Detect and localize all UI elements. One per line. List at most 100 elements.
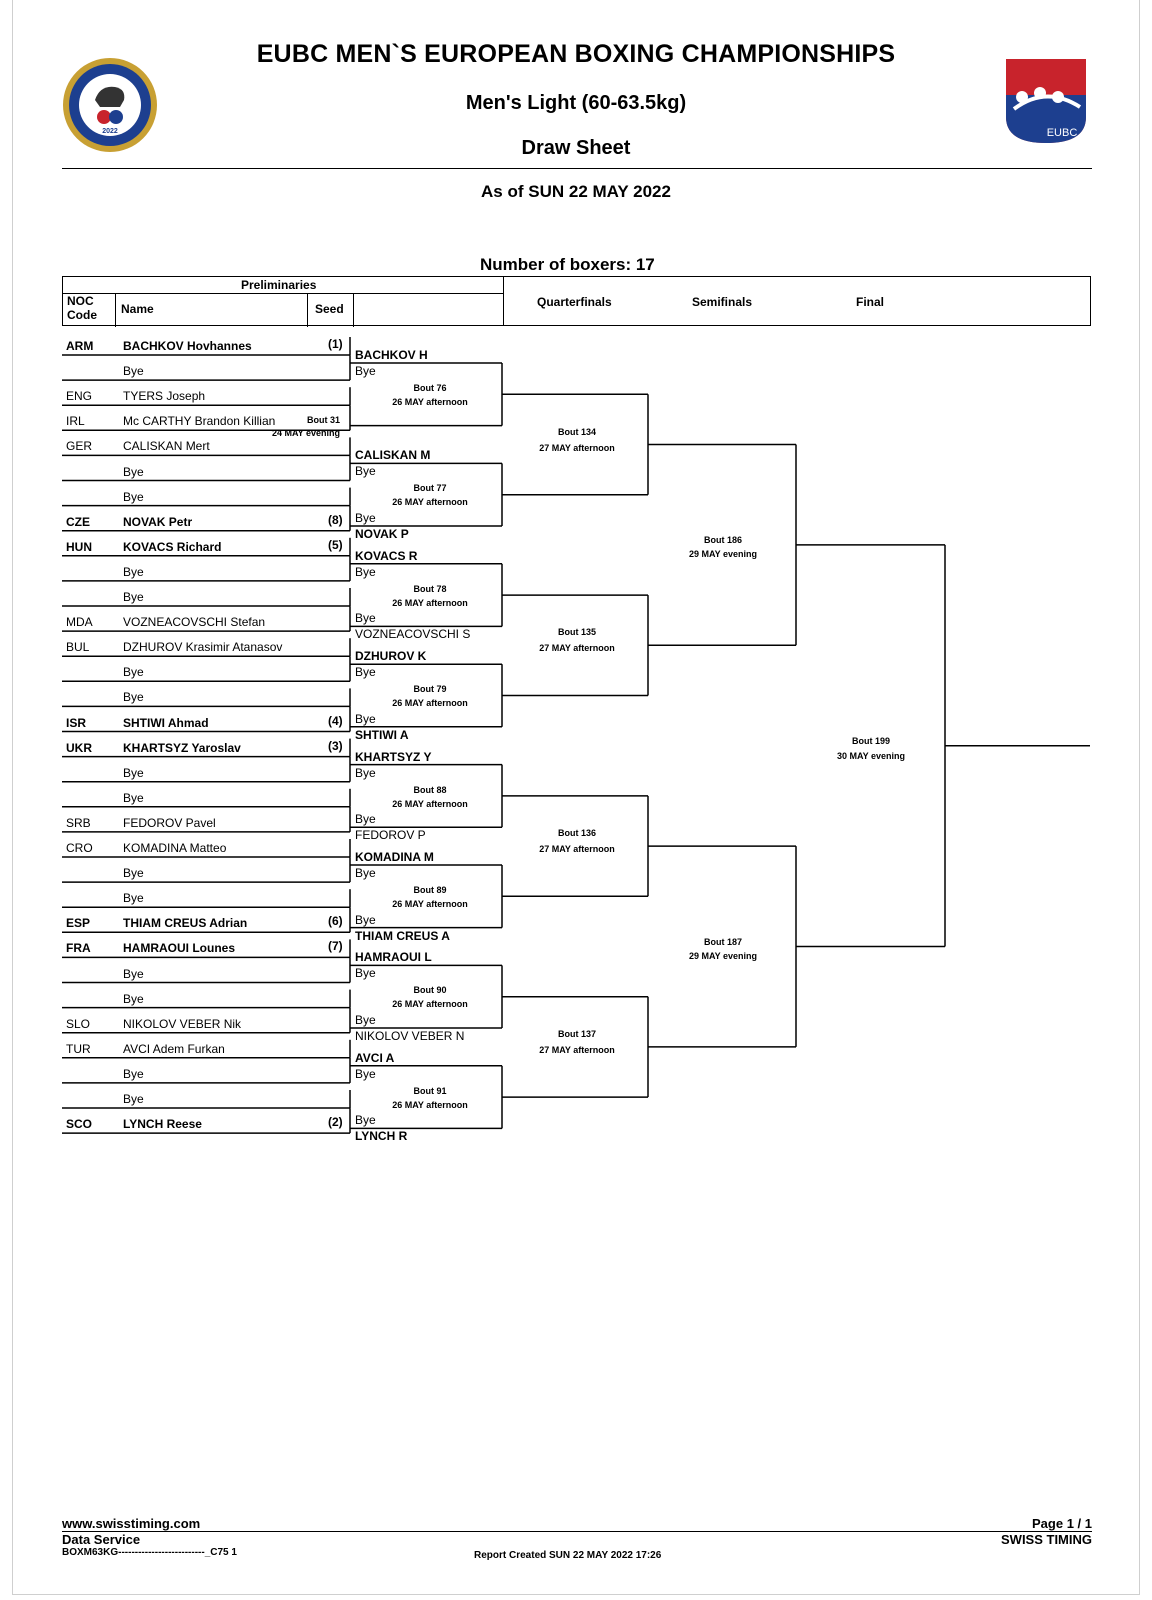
qf-bout: Bout 135 (557, 627, 596, 638)
r2-bout: Bout 77 (413, 483, 447, 494)
title-rule (62, 168, 1092, 169)
qf-bout: Bout 136 (557, 828, 596, 839)
entry-bye: Bye (123, 991, 144, 1006)
prelim-bout: Bout 31 (306, 415, 340, 425)
sf-time: 29 MAY evening (688, 548, 758, 559)
r2-bottom-name: LYNCH R (355, 1129, 408, 1144)
r2-bottom-name: SHTIWI A (355, 727, 409, 742)
entry-noc: FRA (66, 941, 91, 956)
qf-time: 27 MAY afternoon (539, 844, 615, 855)
footer-rule (62, 1531, 1092, 1532)
as-of-date: As of SUN 22 MAY 2022 (481, 182, 671, 201)
qf-time: 27 MAY afternoon (539, 442, 615, 453)
entry-noc: SCO (66, 1117, 93, 1132)
r2-bottom-name: NOVAK P (355, 527, 409, 541)
entry-noc: ISR (66, 715, 87, 730)
svg-text:2022: 2022 (102, 128, 118, 135)
r2-time: 26 MAY afternoon (392, 397, 468, 407)
r2-bottom-sub: Bye (355, 812, 376, 827)
sheet-name: Draw Sheet (521, 137, 631, 159)
r2-bottom-name: FEDOROV P (355, 828, 426, 843)
entry-name: AVCI Adem Furkan (123, 1041, 225, 1056)
entry-seed: (1) (328, 337, 343, 351)
page-title: EUBC MEN`S EUROPEAN BOXING CHAMPIONSHIPS (256, 40, 896, 68)
entry-noc: CRO (66, 841, 93, 855)
r2-top-name: AVCI A (355, 1050, 395, 1065)
r2-top-name: HAMRAOUI L (355, 950, 432, 965)
entry-name: SHTIWI Ahmad (123, 715, 209, 730)
svg-text:EUBC: EUBC (1047, 127, 1078, 139)
entry-name: Mc CARTHY Brandon Killian (123, 414, 276, 429)
entry-seed: (8) (328, 512, 343, 527)
r2-bottom-sub: Bye (355, 711, 376, 726)
r2-time: 26 MAY afternoon (392, 999, 468, 1010)
entry-bye: Bye (123, 1066, 144, 1081)
r2-time: 26 MAY afternoon (392, 1099, 468, 1110)
r2-top-sub: Bye (355, 866, 376, 880)
entry-name: LYNCH Reese (123, 1117, 202, 1132)
entry-bye: Bye (123, 966, 144, 981)
entry-name: KHARTSYZ Yaroslav (123, 740, 241, 755)
entry-noc: HUN (66, 539, 92, 554)
header-quarterfinals: Quarterfinals (537, 295, 612, 309)
entry-bye: Bye (123, 665, 144, 680)
r2-time: 26 MAY afternoon (392, 698, 468, 709)
entry-bye: Bye (123, 364, 144, 379)
table-header: Preliminaries NOC Code Name Seed Quarter… (62, 276, 1091, 327)
r2-top-sub: Bye (355, 1066, 376, 1081)
r2-top-sub: Bye (355, 364, 376, 378)
entry-bye: Bye (123, 564, 144, 579)
entry-bye: Bye (123, 690, 144, 705)
qf-time: 27 MAY afternoon (539, 643, 615, 654)
entry-seed: (4) (328, 713, 343, 728)
entry-name: THIAM CREUS Adrian (123, 916, 248, 931)
r2-top-name: DZHUROV K (355, 649, 427, 664)
r2-time: 26 MAY afternoon (392, 798, 468, 809)
entry-noc: TUR (66, 1041, 91, 1056)
header-final: Final (856, 295, 885, 309)
final-time: 30 MAY evening (836, 750, 906, 761)
r2-time: 26 MAY afternoon (392, 497, 468, 508)
r2-bottom-name: NIKOLOV VEBER N (355, 1029, 465, 1043)
sf-bout: Bout 187 (703, 936, 742, 947)
sf-bout: Bout 186 (703, 534, 742, 545)
r2-bout: Bout 79 (413, 684, 447, 695)
entry-bye: Bye (123, 590, 144, 604)
entry-seed: (6) (328, 914, 343, 929)
r2-bottom-name: THIAM CREUS A (355, 928, 450, 943)
entry-name: KOMADINA Matteo (123, 841, 227, 855)
entry-noc: UKR (66, 740, 92, 755)
r2-top-sub: Bye (355, 765, 376, 780)
r2-time: 26 MAY afternoon (392, 899, 468, 909)
entry-name: VOZNEACOVSCHI Stefan (123, 615, 266, 630)
qf-time: 27 MAY afternoon (539, 1044, 615, 1055)
entry-seed: (3) (328, 738, 343, 753)
r2-bottom-sub: Bye (355, 511, 376, 525)
entry-name: FEDOROV Pavel (123, 815, 216, 830)
entry-seed: (7) (328, 939, 343, 954)
entry-name: TYERS Joseph (123, 389, 206, 404)
entry-noc: BUL (66, 640, 90, 655)
r2-time: 26 MAY afternoon (392, 597, 468, 608)
page-frame (12, 0, 1140, 1595)
entry-seed: (2) (328, 1115, 343, 1130)
entry-noc: CZE (66, 514, 90, 529)
entry-noc: SLO (66, 1016, 91, 1031)
r2-top-name: KOMADINA M (355, 850, 434, 864)
entry-name: NOVAK Petr (123, 514, 193, 529)
r2-bottom-sub: Bye (355, 1013, 376, 1027)
entry-name: NIKOLOV VEBER Nik (123, 1016, 242, 1031)
r2-bottom-sub: Bye (355, 611, 376, 626)
r2-bout: Bout 78 (413, 583, 447, 594)
eubc-logo: EUBC (1006, 59, 1086, 143)
r2-top-name: BACHKOV H (355, 348, 428, 362)
weight-class: Men's Light (60-63.5kg) (465, 92, 687, 114)
r2-top-sub: Bye (355, 564, 376, 579)
sf-time: 29 MAY evening (688, 950, 758, 961)
footer-data-service: Data Service (62, 1532, 141, 1547)
number-of-boxers: Number of boxers: 17 (480, 255, 655, 274)
header-semifinals: Semifinals (692, 295, 753, 309)
footer-brand: SWISS TIMING (1001, 1532, 1092, 1547)
header-preliminaries: Preliminaries (241, 278, 317, 292)
header-code: Code (67, 308, 97, 322)
